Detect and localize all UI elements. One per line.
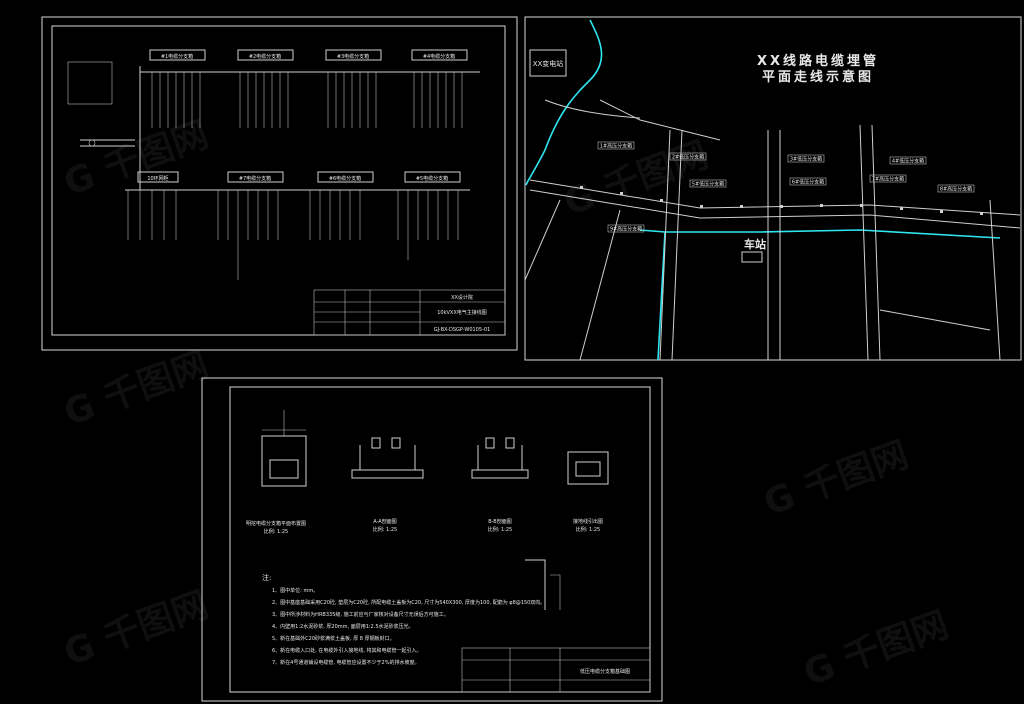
detail-section-bb: B-B剖面图 比例: 1:25	[471, 437, 529, 533]
sheet1-drawing-title: 10kVXX电气主接线图	[437, 309, 487, 316]
note-2: 2、图中基座基础采用C20砼, 垫层为C20砼, 所配电缆土盖板为C20, 尺寸…	[272, 599, 545, 606]
detail-section-aa: A-A剖面图 比例: 1:25	[351, 437, 424, 533]
branch-tag-6: 6#低压分支箱	[792, 179, 824, 186]
top-feeders	[151, 72, 463, 128]
note-4: 4、内壁用1:2水泥砂浆, 厚20mm, 面层用1:2.5水泥砂浆压光。	[272, 623, 414, 630]
branch-box-1-label: #1电缆分支箱	[161, 53, 193, 60]
branch-box-5	[404, 171, 461, 183]
branch-box-3-label: #3电缆分支箱	[337, 53, 369, 60]
branch-tag-7: 7#高压分支箱	[872, 176, 904, 183]
branch-box-3	[325, 49, 382, 61]
scale-grounding: 比例: 1:25	[576, 526, 601, 533]
caption-aa: A-A剖面图	[373, 518, 396, 525]
note-3: 3、图中所涉材料为HRB335级, 施工前应与厂家核对设备尺寸无误后方可施工。	[272, 611, 449, 618]
branch-tag-4: 4#低压分支箱	[892, 158, 924, 165]
branch-tag-2: 2#低压分支箱	[672, 154, 704, 161]
caption-bb: B-B剖面图	[488, 518, 512, 525]
sheet3-title-block: 低压电缆分支箱基础图	[461, 647, 651, 693]
substation-label: XX变电站	[533, 59, 564, 68]
scale-plan: 比例: 1:25	[264, 528, 289, 535]
manhole-markers	[580, 186, 983, 215]
detail-grounding: 接地线引出图 比例: 1:25	[525, 451, 609, 610]
branch-tag-5: 5#低压分支箱	[692, 181, 724, 188]
branch-tag-1: 1#高压分支箱	[600, 143, 632, 150]
sheet1-drawing-no: GJ-BX-DSGP-W0105-01	[434, 327, 490, 333]
branch-box-4	[411, 49, 468, 61]
sheet-foundation: 明挖电缆分支箱平面布置图 比例: 1:25 A-A剖面图 比例: 1:25 B-…	[201, 377, 663, 702]
branch-box-2	[237, 49, 294, 61]
note-6: 6、新在电缆入口处, 在电缆外引入接地线, 将其和电缆管一起引入。	[272, 647, 422, 654]
sheet-route-plan: XX线路电缆埋管 平面走线示意图 XX变电站 车站	[524, 16, 1022, 361]
bottom-feeders	[127, 190, 459, 280]
substation-box	[529, 49, 567, 77]
note-1: 1、图中单位: mm。	[272, 587, 318, 594]
branch-box-6	[317, 171, 374, 183]
station-symbol	[741, 251, 763, 263]
main-road-edge	[639, 229, 1001, 239]
river-line	[525, 19, 603, 186]
scale-aa: 比例: 1:25	[373, 526, 398, 533]
route-plan-title-2: 平面走线示意图	[762, 69, 874, 85]
scale-bb: 比例: 1:25	[488, 526, 513, 533]
branch-box-1	[149, 49, 206, 61]
sheet1-title-block: XX设计院 10kVXX电气主接线图 GJ-BX-DSGP-W0105-01	[313, 289, 506, 336]
branch-box-5-label: #5电缆分支箱	[416, 175, 448, 182]
caption-grounding: 接地线引出图	[573, 518, 603, 525]
branch-tag-9: 9#高压分支箱	[610, 226, 642, 233]
ring-main-unit	[137, 171, 179, 183]
detail-plan-view: 明挖电缆分支箱平面布置图 比例: 1:25	[246, 410, 307, 535]
branch-tags: 1#高压分支箱 2#低压分支箱 3#低压分支箱 4#低压分支箱 5#低压分支箱 …	[597, 141, 975, 233]
sheet3-drawing-title: 低压电缆分支箱基础图	[580, 668, 630, 675]
branch-box-2-label: #2电缆分支箱	[249, 53, 281, 60]
caption-plan: 明挖电缆分支箱平面布置图	[246, 520, 306, 527]
branch-box-4-label: #4电缆分支箱	[423, 53, 455, 60]
note-7: 7、新在4号通道铺设电缆管, 电缆管应设置不少于2%的排水坡度。	[272, 659, 419, 666]
sheet1-company: XX设计院	[451, 294, 473, 301]
sheet-main-wiring: #1电缆分支箱 #2电缆分支箱 #3电缆分支箱 #4电缆分支箱 10环网柜 #7…	[41, 16, 518, 351]
top-busbars	[139, 66, 480, 160]
branch-tag-3: 3#低压分支箱	[790, 156, 822, 163]
road-network	[524, 99, 1021, 361]
branch-box-7	[227, 171, 284, 183]
branch-tag-8: 8#高压分支箱	[940, 186, 972, 193]
notes-title: 注:	[262, 573, 271, 582]
station-label: 车站	[744, 237, 766, 251]
ring-main-unit-label: 10环网柜	[147, 175, 168, 182]
route-plan-title-1: XX线路电缆埋管	[757, 53, 879, 69]
branch-box-6-label: #6电缆分支箱	[329, 175, 361, 182]
notes-block: 注: 1、图中单位: mm。 2、图中基座基础采用C20砼, 垫层为C20砼, …	[262, 573, 545, 666]
note-5: 5、新在基础外C20砂浆满浆土盖板, 厚 8 厚钢板封口。	[272, 635, 395, 642]
branch-box-7-label: #7电缆分支箱	[239, 175, 271, 182]
